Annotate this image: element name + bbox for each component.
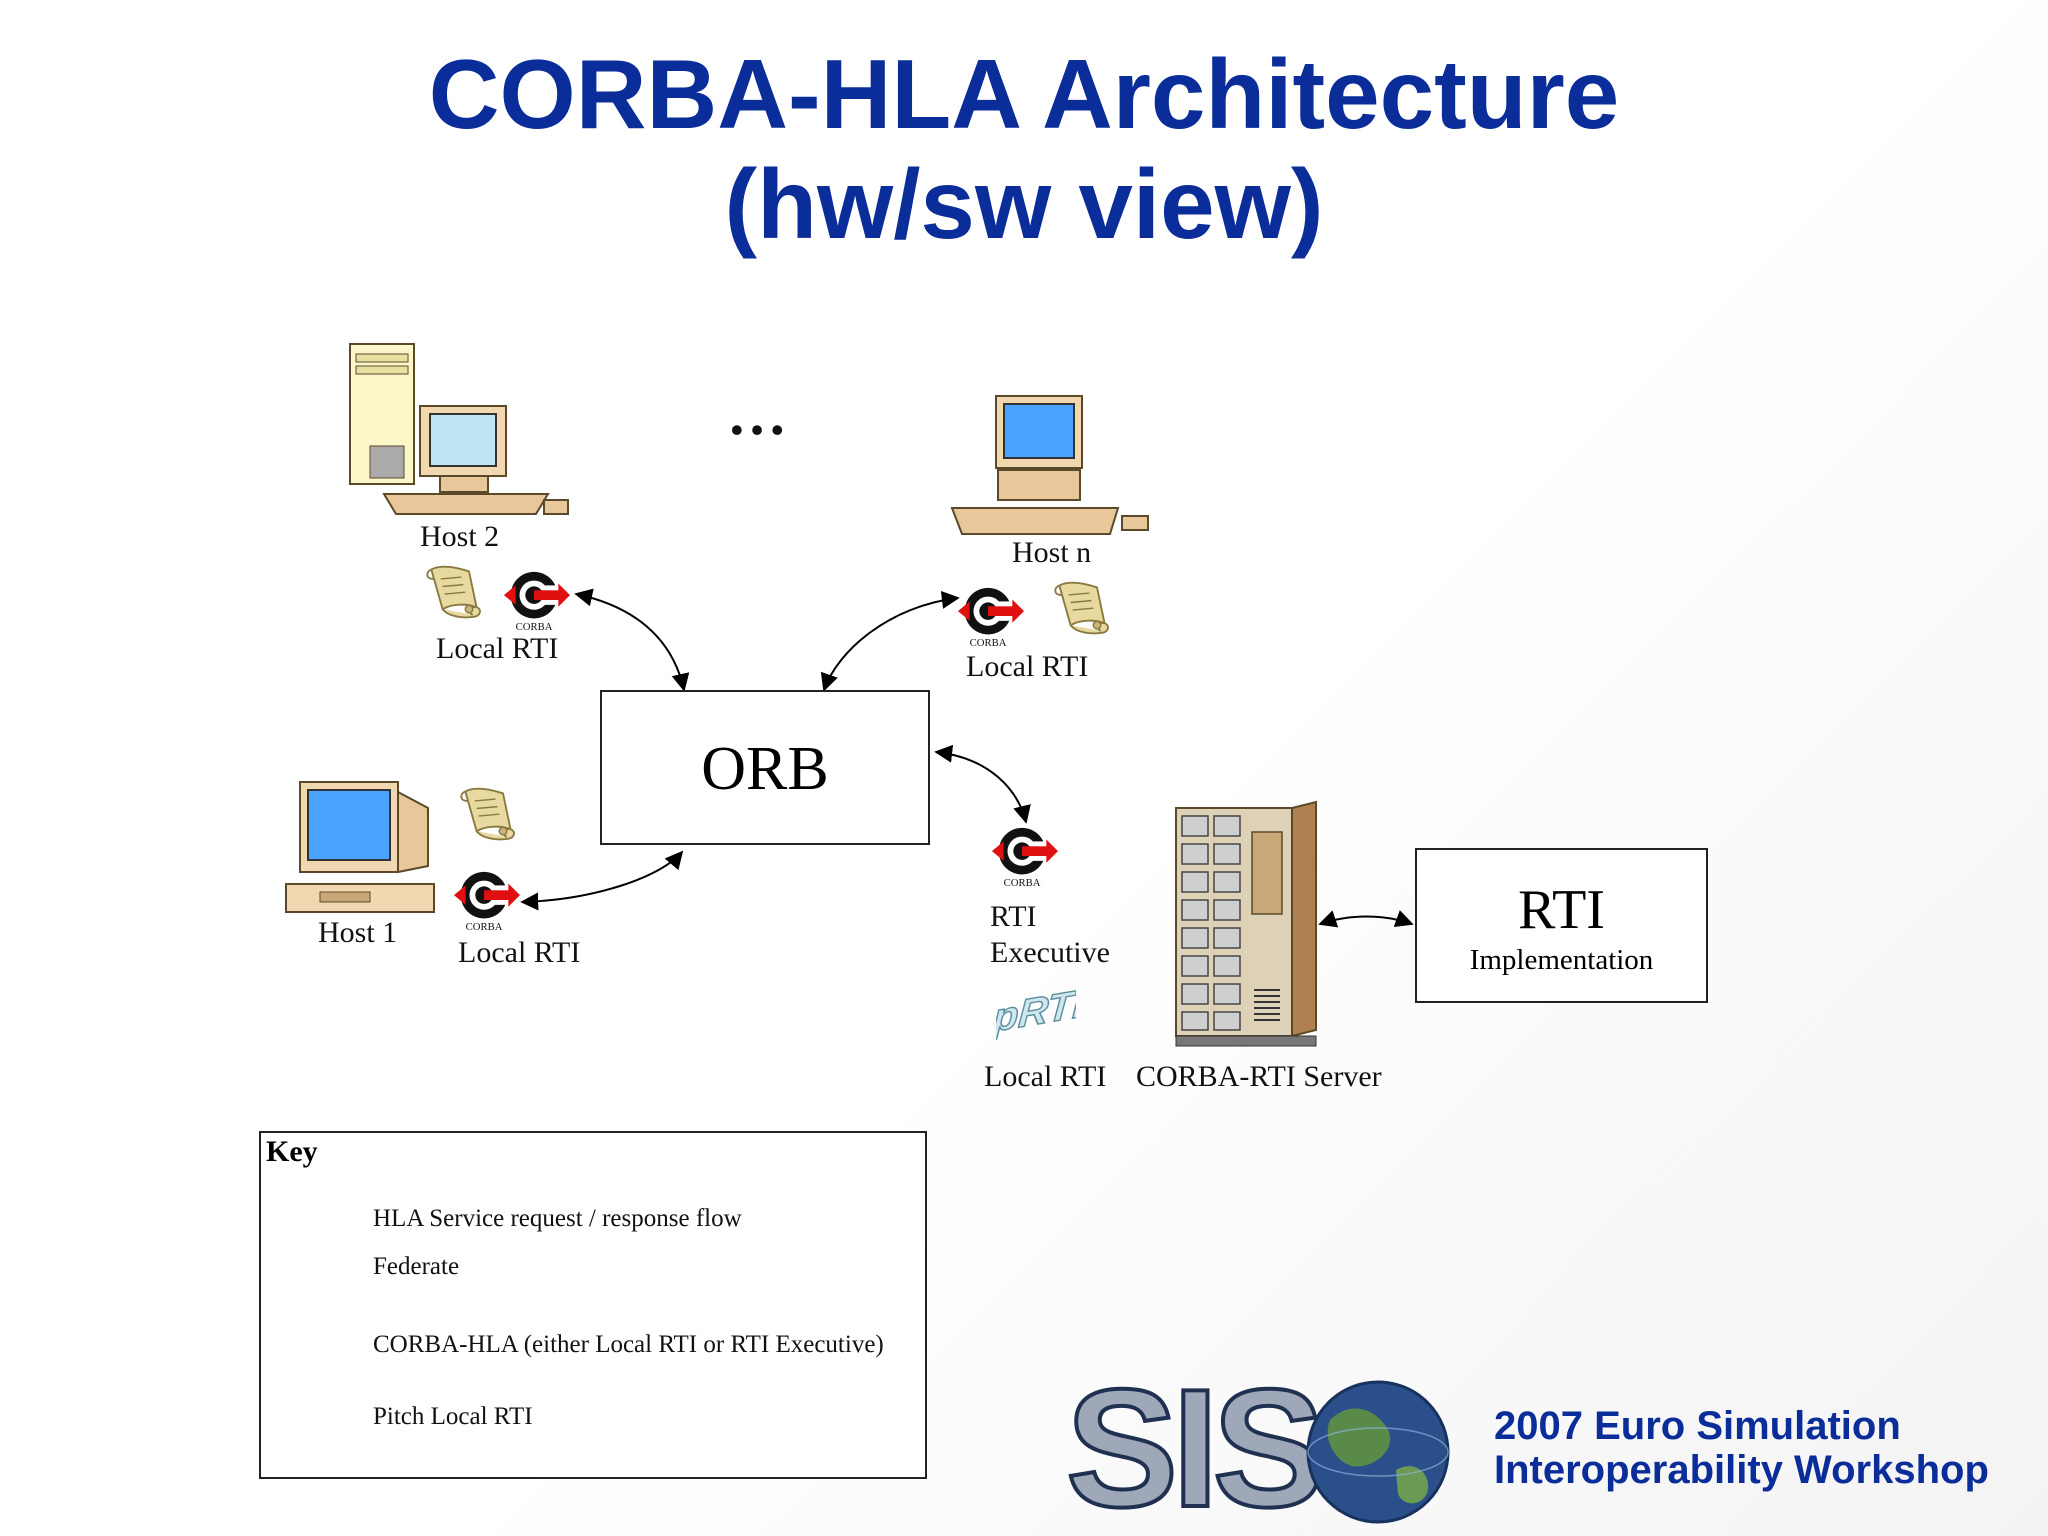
key-item-federate: Federate [373,1253,460,1280]
host1-corba-logo-icon [453,871,520,934]
host2-federate-scroll-icon [426,565,481,619]
rti-implementation-subtitle: Implementation [1469,944,1654,976]
hostn-computer-icon [950,395,1149,535]
executive-pitch-local-rti-label: Local RTI [984,1060,1107,1093]
key-item-corba-hla: CORBA-HLA (either Local RTI or RTI Execu… [373,1331,884,1358]
host1-federate-scroll-icon [460,787,515,841]
host1-local-rti-label: Local RTI [458,936,581,969]
rti-implementation-box: RTI Implementation [1415,848,1708,1003]
corba-rti-server-icon [1175,800,1317,1047]
host1-orb-arrow [520,850,684,911]
host2-local-rti-label: Local RTI [436,632,559,665]
hostn-federate-scroll-icon [1054,581,1109,635]
hostn-corba-logo-icon [957,587,1024,650]
host2-orb-arrow [574,588,690,692]
host2-corba-logo-icon [503,571,570,634]
server-label: CORBA-RTI Server [1136,1060,1382,1093]
orb-box: ORB [600,690,930,845]
server-rti-impl-arrow [1318,910,1414,928]
more-hosts-ellipsis: … [727,381,791,447]
key-legend: Key HLA Service request / response flow … [259,1131,927,1479]
executive-label-line1: RTI [990,900,1037,933]
executive-corba-logo-icon [991,827,1058,890]
key-item-flow: HLA Service request / response flow [373,1205,742,1232]
host1-computer-icon [285,781,435,913]
orb-label: ORB [701,735,829,803]
executive-label-line2: Executive [990,936,1110,969]
host1-label: Host 1 [318,916,398,949]
siso-logo-text: SIS [1066,1354,1319,1536]
hostn-label: Host n [1012,536,1092,569]
page-title: CORBA-HLA Architecture [428,39,1620,149]
siso-logo: SIS [1064,1352,1450,1536]
executive-pitch-rti-logo-icon [996,982,1076,1042]
key-title: Key [266,1135,318,1168]
key-item-pitch: Pitch Local RTI [373,1403,533,1430]
page-subtitle: (hw/sw view) [724,149,1324,259]
hostn-orb-arrow [820,590,960,692]
host2-label: Host 2 [420,520,500,553]
workshop-title-line1: 2007 Euro Simulation [1494,1404,1901,1448]
rti-implementation-title: RTI [1518,879,1605,941]
workshop-title-line2: Interoperability Workshop [1494,1448,1989,1492]
host2-computer-icon [349,343,569,515]
hostn-local-rti-label: Local RTI [966,650,1089,683]
orb-executive-arrow [934,744,1031,824]
